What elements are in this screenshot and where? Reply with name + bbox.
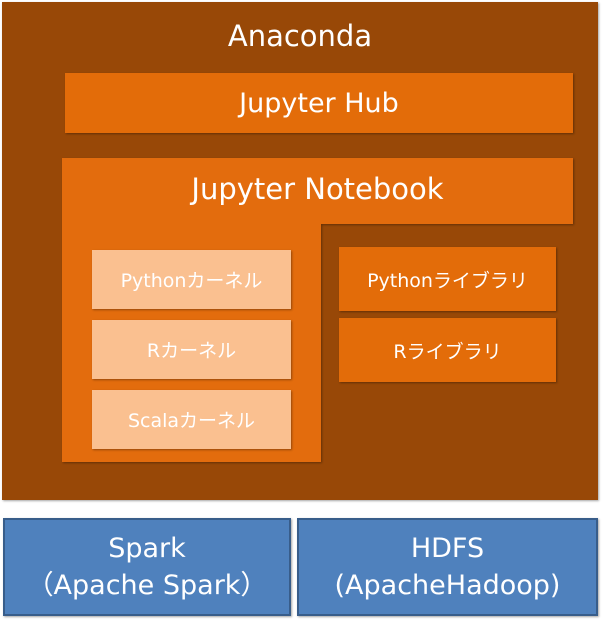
python-library-box: Pythonライブラリ: [339, 247, 556, 311]
hdfs-box: HDFS (ApacheHadoop): [297, 518, 598, 616]
hdfs-label: HDFS: [410, 532, 485, 564]
spark-box: Spark （Apache Spark）: [3, 518, 291, 616]
hdfs-sublabel: (ApacheHadoop): [334, 570, 561, 601]
r-kernel-box: Rカーネル: [92, 320, 291, 379]
python-kernel-box: Pythonカーネル: [92, 250, 291, 309]
anaconda-title: Anaconda: [227, 19, 373, 53]
spark-sublabel: （Apache Spark）: [26, 570, 268, 601]
spark-label: Spark: [108, 532, 186, 564]
r-library-box: Rライブラリ: [339, 318, 556, 382]
jupyter-notebook-title: Jupyter Notebook: [191, 172, 444, 206]
scala-kernel-box: Scalaカーネル: [92, 390, 291, 449]
jupyter-hub-box: Jupyter Hub: [65, 73, 573, 133]
